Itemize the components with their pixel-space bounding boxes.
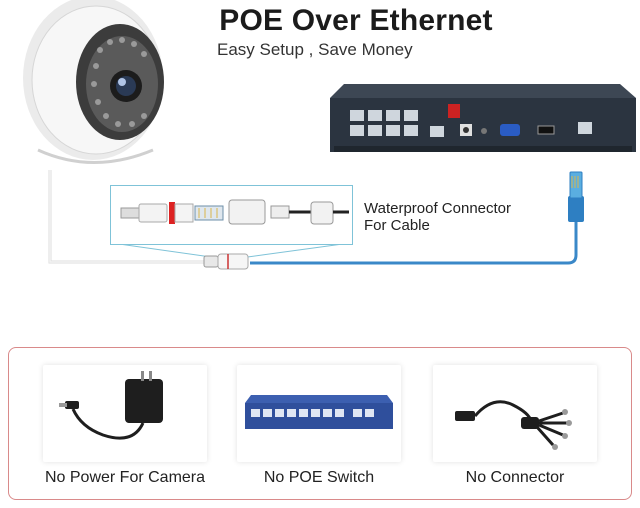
connector-caption-line2: For Cable xyxy=(364,217,430,234)
connector-caption-line1: Waterproof Connector xyxy=(364,200,512,217)
poe-switch-card xyxy=(237,365,401,462)
waterproof-connector-icon xyxy=(120,199,349,225)
splitter-cable-icon xyxy=(455,400,572,450)
inline-connector xyxy=(203,253,249,270)
page-title: POE Over Ethernet xyxy=(219,4,493,37)
nvr-recorder-icon xyxy=(330,84,636,152)
page-subtitle: Easy Setup , Save Money xyxy=(217,40,413,59)
item-label-power: No Power For Camera xyxy=(44,469,206,486)
connector-detail-box xyxy=(110,185,353,245)
rj45-plug xyxy=(568,171,584,222)
poe-switch-icon xyxy=(245,395,393,429)
benefits-panel: No Power For Camera No POE Switch xyxy=(8,347,632,500)
connector-caption: Waterproof Connector For Cable xyxy=(364,200,511,234)
power-adapter-card xyxy=(43,365,207,462)
item-label-connector: No Connector xyxy=(465,469,565,486)
splitter-cable-card xyxy=(433,365,597,462)
dome-camera-icon xyxy=(23,0,164,164)
power-adapter-icon xyxy=(59,371,163,440)
item-label-switch: No POE Switch xyxy=(263,469,375,486)
